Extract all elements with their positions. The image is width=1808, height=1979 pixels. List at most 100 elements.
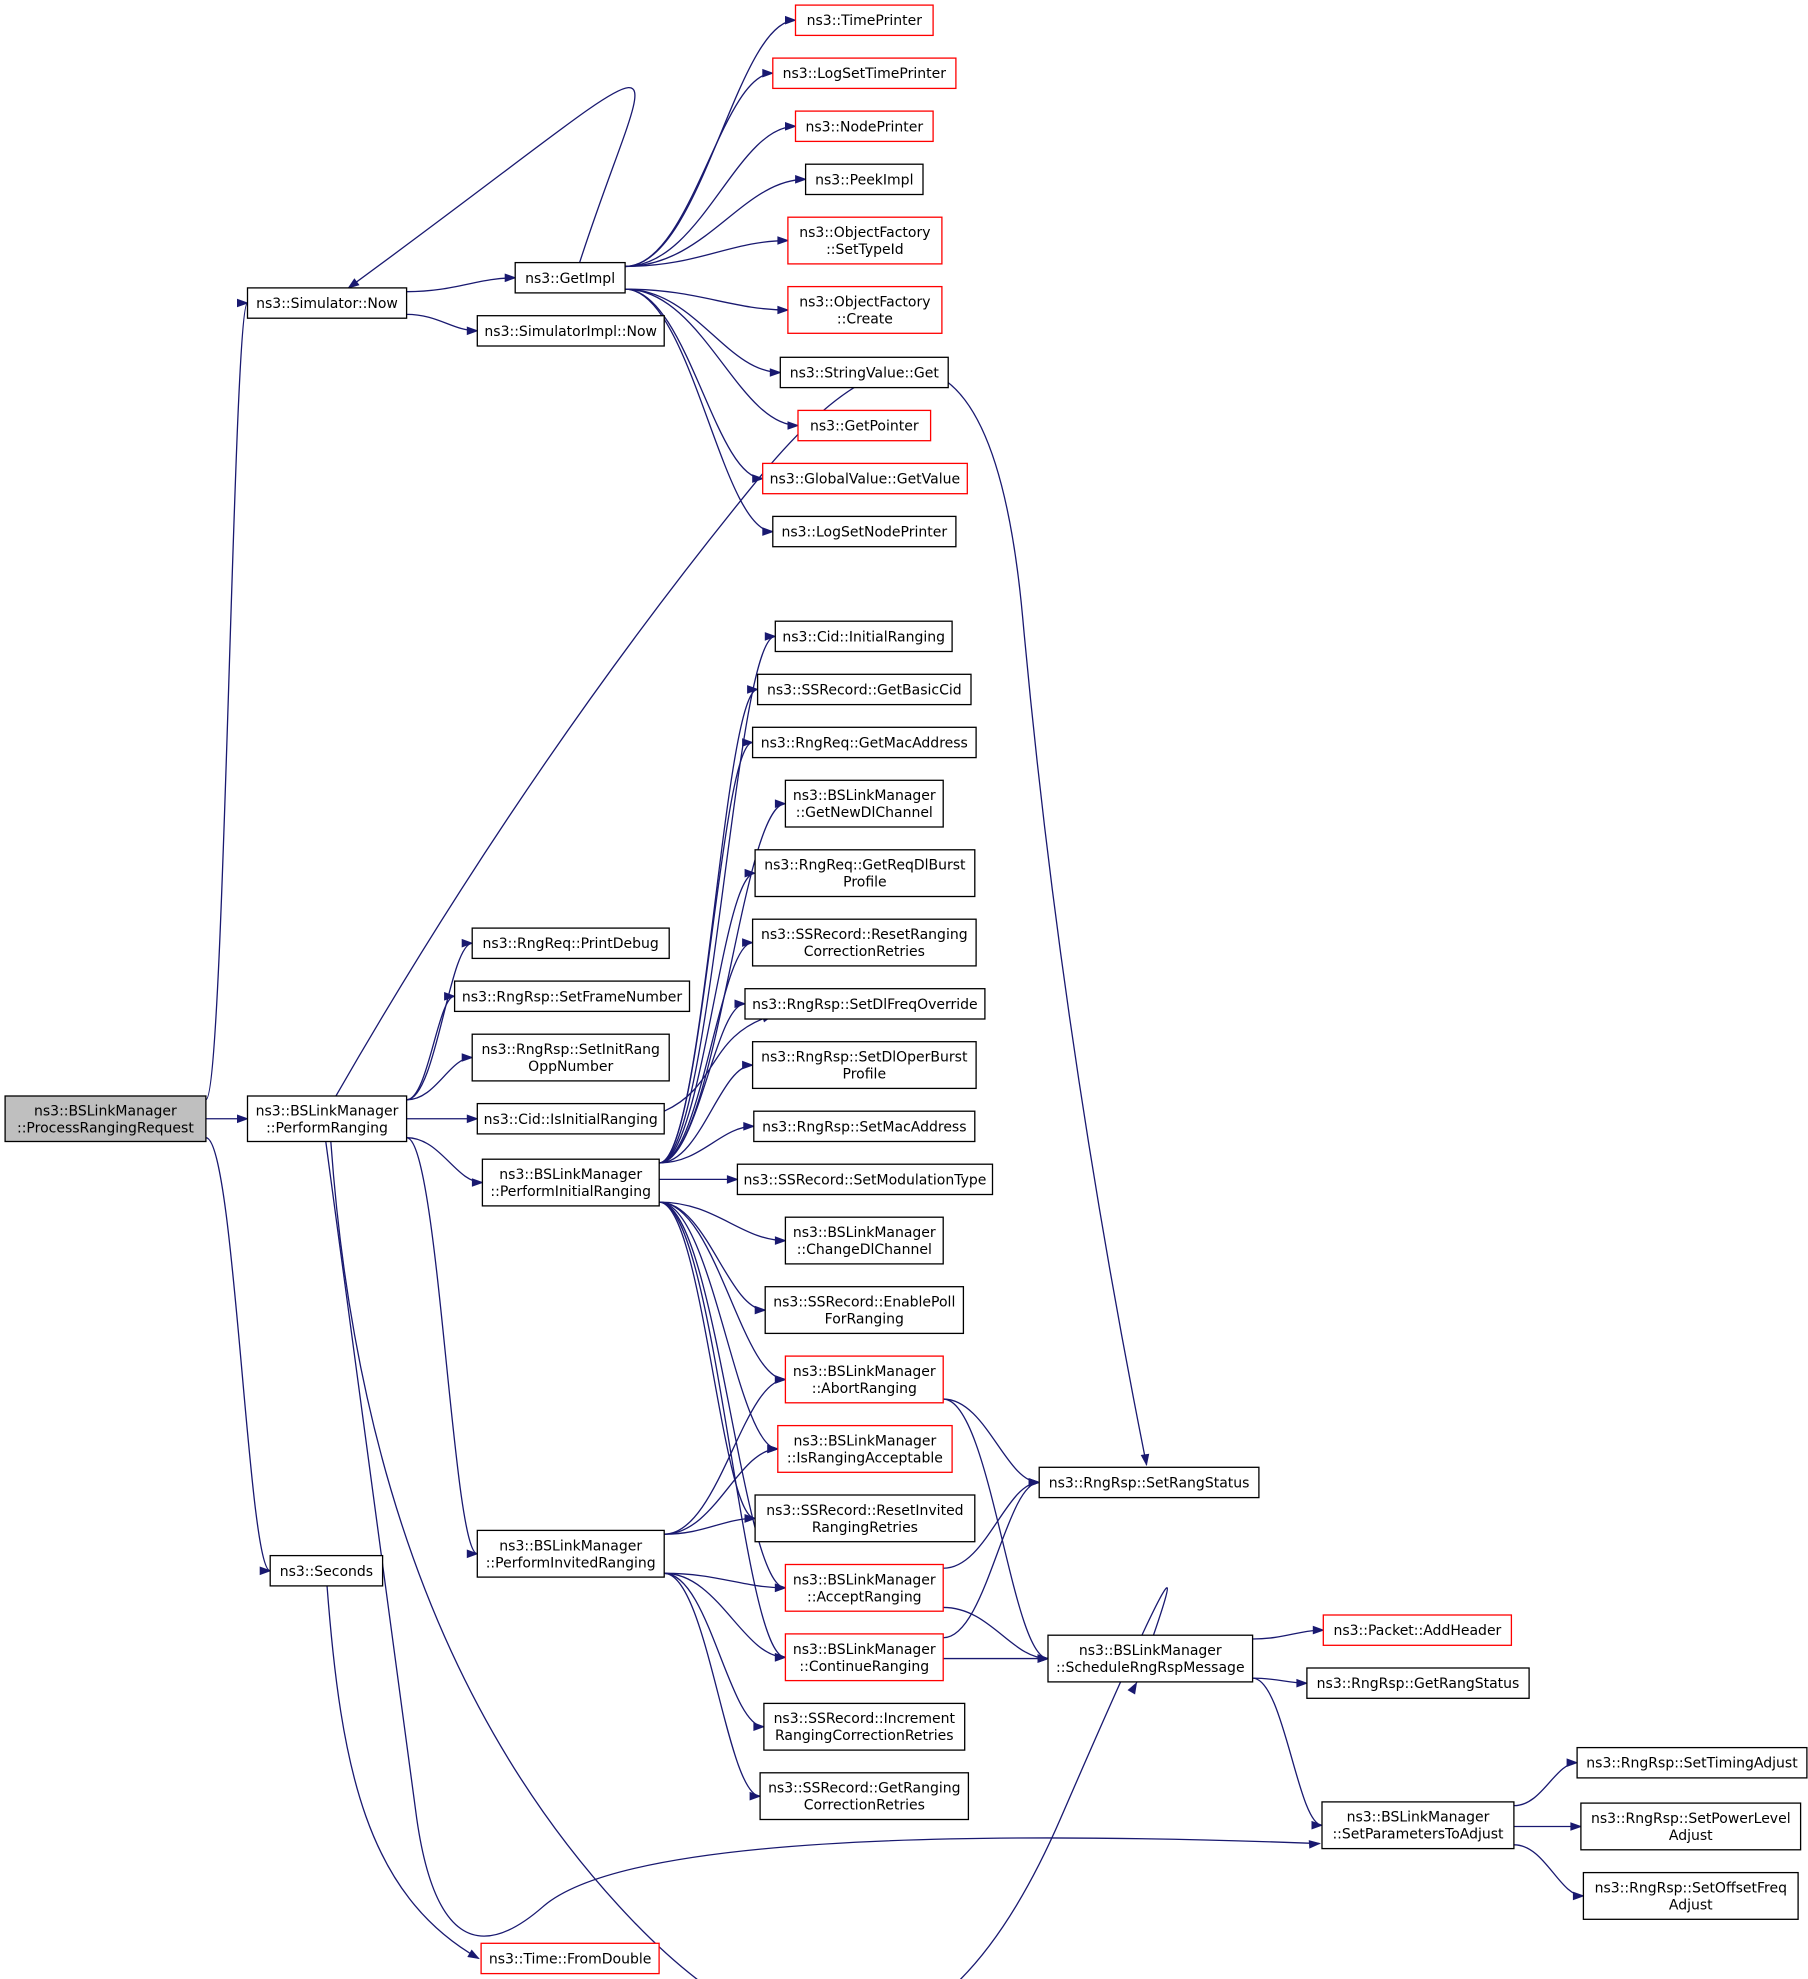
- node-box[interactable]: [1322, 1614, 1513, 1646]
- node-box[interactable]: [1306, 1667, 1530, 1699]
- node-box[interactable]: [269, 1554, 384, 1587]
- node-getmac[interactable]: ns3::RngReq::GetMacAddress: [751, 726, 977, 759]
- node-box[interactable]: [754, 849, 976, 898]
- node-box[interactable]: [246, 1095, 408, 1143]
- node-box[interactable]: [774, 620, 953, 653]
- node-box[interactable]: [1580, 1802, 1802, 1851]
- node-box[interactable]: [787, 285, 943, 334]
- node-box[interactable]: [784, 1563, 944, 1612]
- node-isinitial[interactable]: ns3::Cid::IsInitialRanging: [476, 1102, 665, 1135]
- node-box[interactable]: [784, 1633, 944, 1682]
- node-box[interactable]: [1047, 1634, 1254, 1683]
- node-setdlfreq[interactable]: ns3::RngRsp::SetDlFreqOverride: [744, 988, 986, 1020]
- node-box[interactable]: [763, 1702, 966, 1751]
- node-box[interactable]: [744, 988, 986, 1020]
- node-box[interactable]: [476, 1102, 665, 1135]
- node-box[interactable]: [784, 779, 944, 828]
- node-box[interactable]: [762, 462, 968, 495]
- node-setparams[interactable]: ns3::BSLinkManager::SetParametersToAdjus…: [1321, 1801, 1515, 1850]
- node-box[interactable]: [736, 1163, 994, 1196]
- node-schedule[interactable]: ns3::BSLinkManager::ScheduleRngRspMessag…: [1047, 1634, 1254, 1683]
- node-timeprinter[interactable]: ns3::TimePrinter: [794, 4, 934, 37]
- node-accept[interactable]: ns3::BSLinkManager::AcceptRanging: [784, 1563, 944, 1612]
- node-printdebug[interactable]: ns3::RngReq::PrintDebug: [471, 927, 670, 960]
- node-gvget[interactable]: ns3::GlobalValue::GetValue: [762, 462, 968, 495]
- node-setmod[interactable]: ns3::SSRecord::SetModulationType: [736, 1163, 994, 1196]
- node-seconds[interactable]: ns3::Seconds: [269, 1554, 384, 1587]
- node-setframe[interactable]: ns3::RngRsp::SetFrameNumber: [453, 980, 691, 1013]
- node-logsettp[interactable]: ns3::LogSetTimePrinter: [772, 57, 957, 90]
- node-box[interactable]: [1576, 1746, 1808, 1779]
- node-box[interactable]: [1321, 1801, 1515, 1850]
- node-box[interactable]: [751, 918, 977, 967]
- node-getpointer[interactable]: ns3::GetPointer: [797, 409, 932, 442]
- node-continue[interactable]: ns3::BSLinkManager::ContinueRanging: [784, 1633, 944, 1682]
- node-box[interactable]: [794, 110, 934, 143]
- node-box[interactable]: [476, 315, 665, 347]
- node-getbasic[interactable]: ns3::SSRecord::GetBasicCid: [756, 673, 972, 706]
- node-box[interactable]: [1582, 1871, 1799, 1920]
- node-box[interactable]: [480, 1942, 660, 1975]
- node-box[interactable]: [772, 57, 957, 90]
- node-perfinv[interactable]: ns3::BSLinkManager::PerformInvitedRangin…: [476, 1529, 665, 1578]
- node-box[interactable]: [754, 1494, 976, 1543]
- node-box[interactable]: [772, 515, 957, 548]
- node-getimpl[interactable]: ns3::GetImpl: [514, 261, 626, 294]
- node-box[interactable]: [777, 1424, 953, 1473]
- node-box[interactable]: [476, 1529, 665, 1578]
- node-box[interactable]: [481, 1158, 660, 1207]
- node-box[interactable]: [804, 163, 924, 196]
- node-box[interactable]: [453, 980, 691, 1013]
- node-resetinv[interactable]: ns3::SSRecord::ResetInvitedRangingRetrie…: [754, 1494, 976, 1543]
- node-box[interactable]: [787, 216, 943, 265]
- node-getrangstatus[interactable]: ns3::RngRsp::GetRangStatus: [1306, 1667, 1530, 1699]
- node-box[interactable]: [1038, 1466, 1260, 1499]
- node-nodeprinter[interactable]: ns3::NodePrinter: [794, 110, 934, 143]
- node-increment[interactable]: ns3::SSRecord::IncrementRangingCorrectio…: [763, 1702, 966, 1751]
- node-box[interactable]: [471, 1033, 670, 1082]
- node-root[interactable]: ns3::BSLinkManager::ProcessRangingReques…: [4, 1095, 207, 1143]
- node-box[interactable]: [4, 1095, 207, 1143]
- node-resetrang[interactable]: ns3::SSRecord::ResetRangingCorrectionRet…: [751, 918, 977, 967]
- node-getrangcorr[interactable]: ns3::SSRecord::GetRangingCorrectionRetri…: [759, 1772, 970, 1821]
- node-ofsettype[interactable]: ns3::ObjectFactory::SetTypeId: [787, 216, 943, 265]
- node-box[interactable]: [751, 1041, 977, 1090]
- node-box[interactable]: [246, 287, 408, 319]
- node-box[interactable]: [753, 1110, 976, 1143]
- node-box[interactable]: [756, 673, 972, 706]
- node-box[interactable]: [751, 726, 977, 759]
- node-setmacaddr[interactable]: ns3::RngRsp::SetMacAddress: [753, 1110, 976, 1143]
- node-strget[interactable]: ns3::StringValue::Get: [779, 356, 949, 389]
- node-box[interactable]: [471, 927, 670, 960]
- node-logsetnp[interactable]: ns3::LogSetNodePrinter: [772, 515, 957, 548]
- node-peekimpl[interactable]: ns3::PeekImpl: [804, 163, 924, 196]
- node-box[interactable]: [784, 1355, 944, 1404]
- node-box[interactable]: [794, 4, 934, 37]
- node-perfinit[interactable]: ns3::BSLinkManager::PerformInitialRangin…: [481, 1158, 660, 1207]
- node-cidinit[interactable]: ns3::Cid::InitialRanging: [774, 620, 953, 653]
- node-changedl[interactable]: ns3::BSLinkManager::ChangeDlChannel: [784, 1216, 944, 1265]
- node-addheader[interactable]: ns3::Packet::AddHeader: [1322, 1614, 1513, 1646]
- node-fromdouble[interactable]: ns3::Time::FromDouble: [480, 1942, 660, 1975]
- node-box[interactable]: [759, 1772, 970, 1821]
- node-setrangstatus[interactable]: ns3::RngRsp::SetRangStatus: [1038, 1466, 1260, 1499]
- node-simnow[interactable]: ns3::Simulator::Now: [246, 287, 408, 319]
- node-abort[interactable]: ns3::BSLinkManager::AbortRanging: [784, 1355, 944, 1404]
- node-perfrang[interactable]: ns3::BSLinkManager::PerformRanging: [246, 1095, 408, 1143]
- node-box[interactable]: [797, 409, 932, 442]
- node-settiming[interactable]: ns3::RngRsp::SetTimingAdjust: [1576, 1746, 1808, 1779]
- node-getnewdl[interactable]: ns3::BSLinkManager::GetNewDlChannel: [784, 779, 944, 828]
- node-isacc[interactable]: ns3::BSLinkManager::IsRangingAcceptable: [777, 1424, 953, 1473]
- node-box[interactable]: [779, 356, 949, 389]
- node-box[interactable]: [784, 1216, 944, 1265]
- node-simimplnow[interactable]: ns3::SimulatorImpl::Now: [476, 315, 665, 347]
- node-box[interactable]: [764, 1286, 965, 1335]
- node-ofcreate[interactable]: ns3::ObjectFactory::Create: [787, 285, 943, 334]
- node-box[interactable]: [514, 261, 626, 294]
